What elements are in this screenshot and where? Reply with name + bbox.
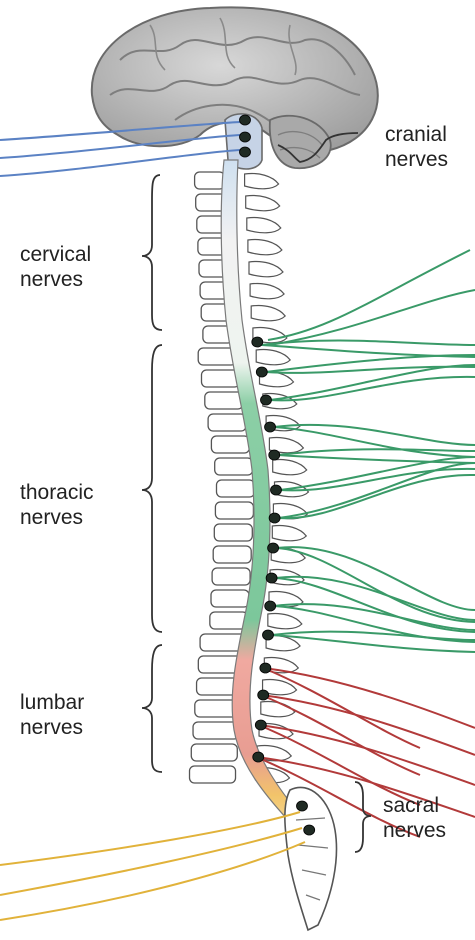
thoracic-nerve xyxy=(274,425,475,445)
thoracic-nerve xyxy=(277,547,475,610)
cervical-nerve xyxy=(268,250,470,340)
vertebra xyxy=(196,194,280,211)
sacral-nerve xyxy=(0,812,300,865)
thoracic-nerve xyxy=(272,632,475,640)
ganglion xyxy=(256,367,267,377)
lumbar-label-line1: lumbar xyxy=(20,690,84,715)
cervical-label-line1: cervical xyxy=(20,242,91,267)
lumbar-nerves-label: lumbar nerves xyxy=(20,690,84,740)
ganglion xyxy=(269,450,280,460)
thoracic-nerve xyxy=(272,635,475,652)
ganglion xyxy=(258,690,269,700)
ganglion xyxy=(252,337,263,347)
vertebra xyxy=(201,304,285,321)
thoracic-nerves-label: thoracic nerves xyxy=(20,480,94,530)
vertebra xyxy=(197,216,281,233)
ganglion xyxy=(255,720,266,730)
sacrum xyxy=(285,787,337,930)
sacral-label-line1: sacral xyxy=(383,793,446,818)
vertebra xyxy=(198,238,282,255)
lumbar-label-line2: nerves xyxy=(20,715,84,740)
thoracic-nerve xyxy=(262,341,475,345)
ganglion xyxy=(263,630,274,640)
ganglion xyxy=(260,663,271,673)
ganglion xyxy=(261,395,272,405)
ganglion xyxy=(269,513,280,523)
ganglion xyxy=(304,825,315,835)
sacral-nerves-label: sacral nerves xyxy=(383,793,446,843)
cervical-label-line2: nerves xyxy=(20,267,91,292)
sacral-bracket xyxy=(355,782,371,852)
cervical-nerve xyxy=(270,290,475,345)
sacral-label-line2: nerves xyxy=(383,818,446,843)
ganglion xyxy=(240,147,251,157)
cervical-bracket xyxy=(142,175,162,330)
ganglion xyxy=(253,752,264,762)
cranial-label-line2: nerves xyxy=(385,147,448,172)
vertebra xyxy=(199,260,283,277)
thoracic-label-line2: nerves xyxy=(20,505,94,530)
thoracic-bracket xyxy=(142,345,162,632)
lumbar-bracket xyxy=(142,645,162,772)
cranial-label-line1: cranial xyxy=(385,122,448,147)
lumbar-nerve xyxy=(261,695,475,755)
vertebra xyxy=(200,282,284,299)
thoracic-label-line1: thoracic xyxy=(20,480,94,505)
ganglion xyxy=(268,543,279,553)
ganglion xyxy=(297,801,308,811)
ganglion xyxy=(240,115,251,125)
ganglion xyxy=(265,422,276,432)
sacral-nerve xyxy=(0,828,302,895)
cervical-nerves-label: cervical nerves xyxy=(20,242,91,292)
sacral-nerve xyxy=(0,842,305,920)
cranial-nerves-label: cranial nerves xyxy=(385,122,448,172)
ganglion xyxy=(265,601,276,611)
ganglion xyxy=(240,132,251,142)
ganglion xyxy=(266,573,277,583)
ganglion xyxy=(271,485,282,495)
thoracic-nerve xyxy=(278,449,475,455)
